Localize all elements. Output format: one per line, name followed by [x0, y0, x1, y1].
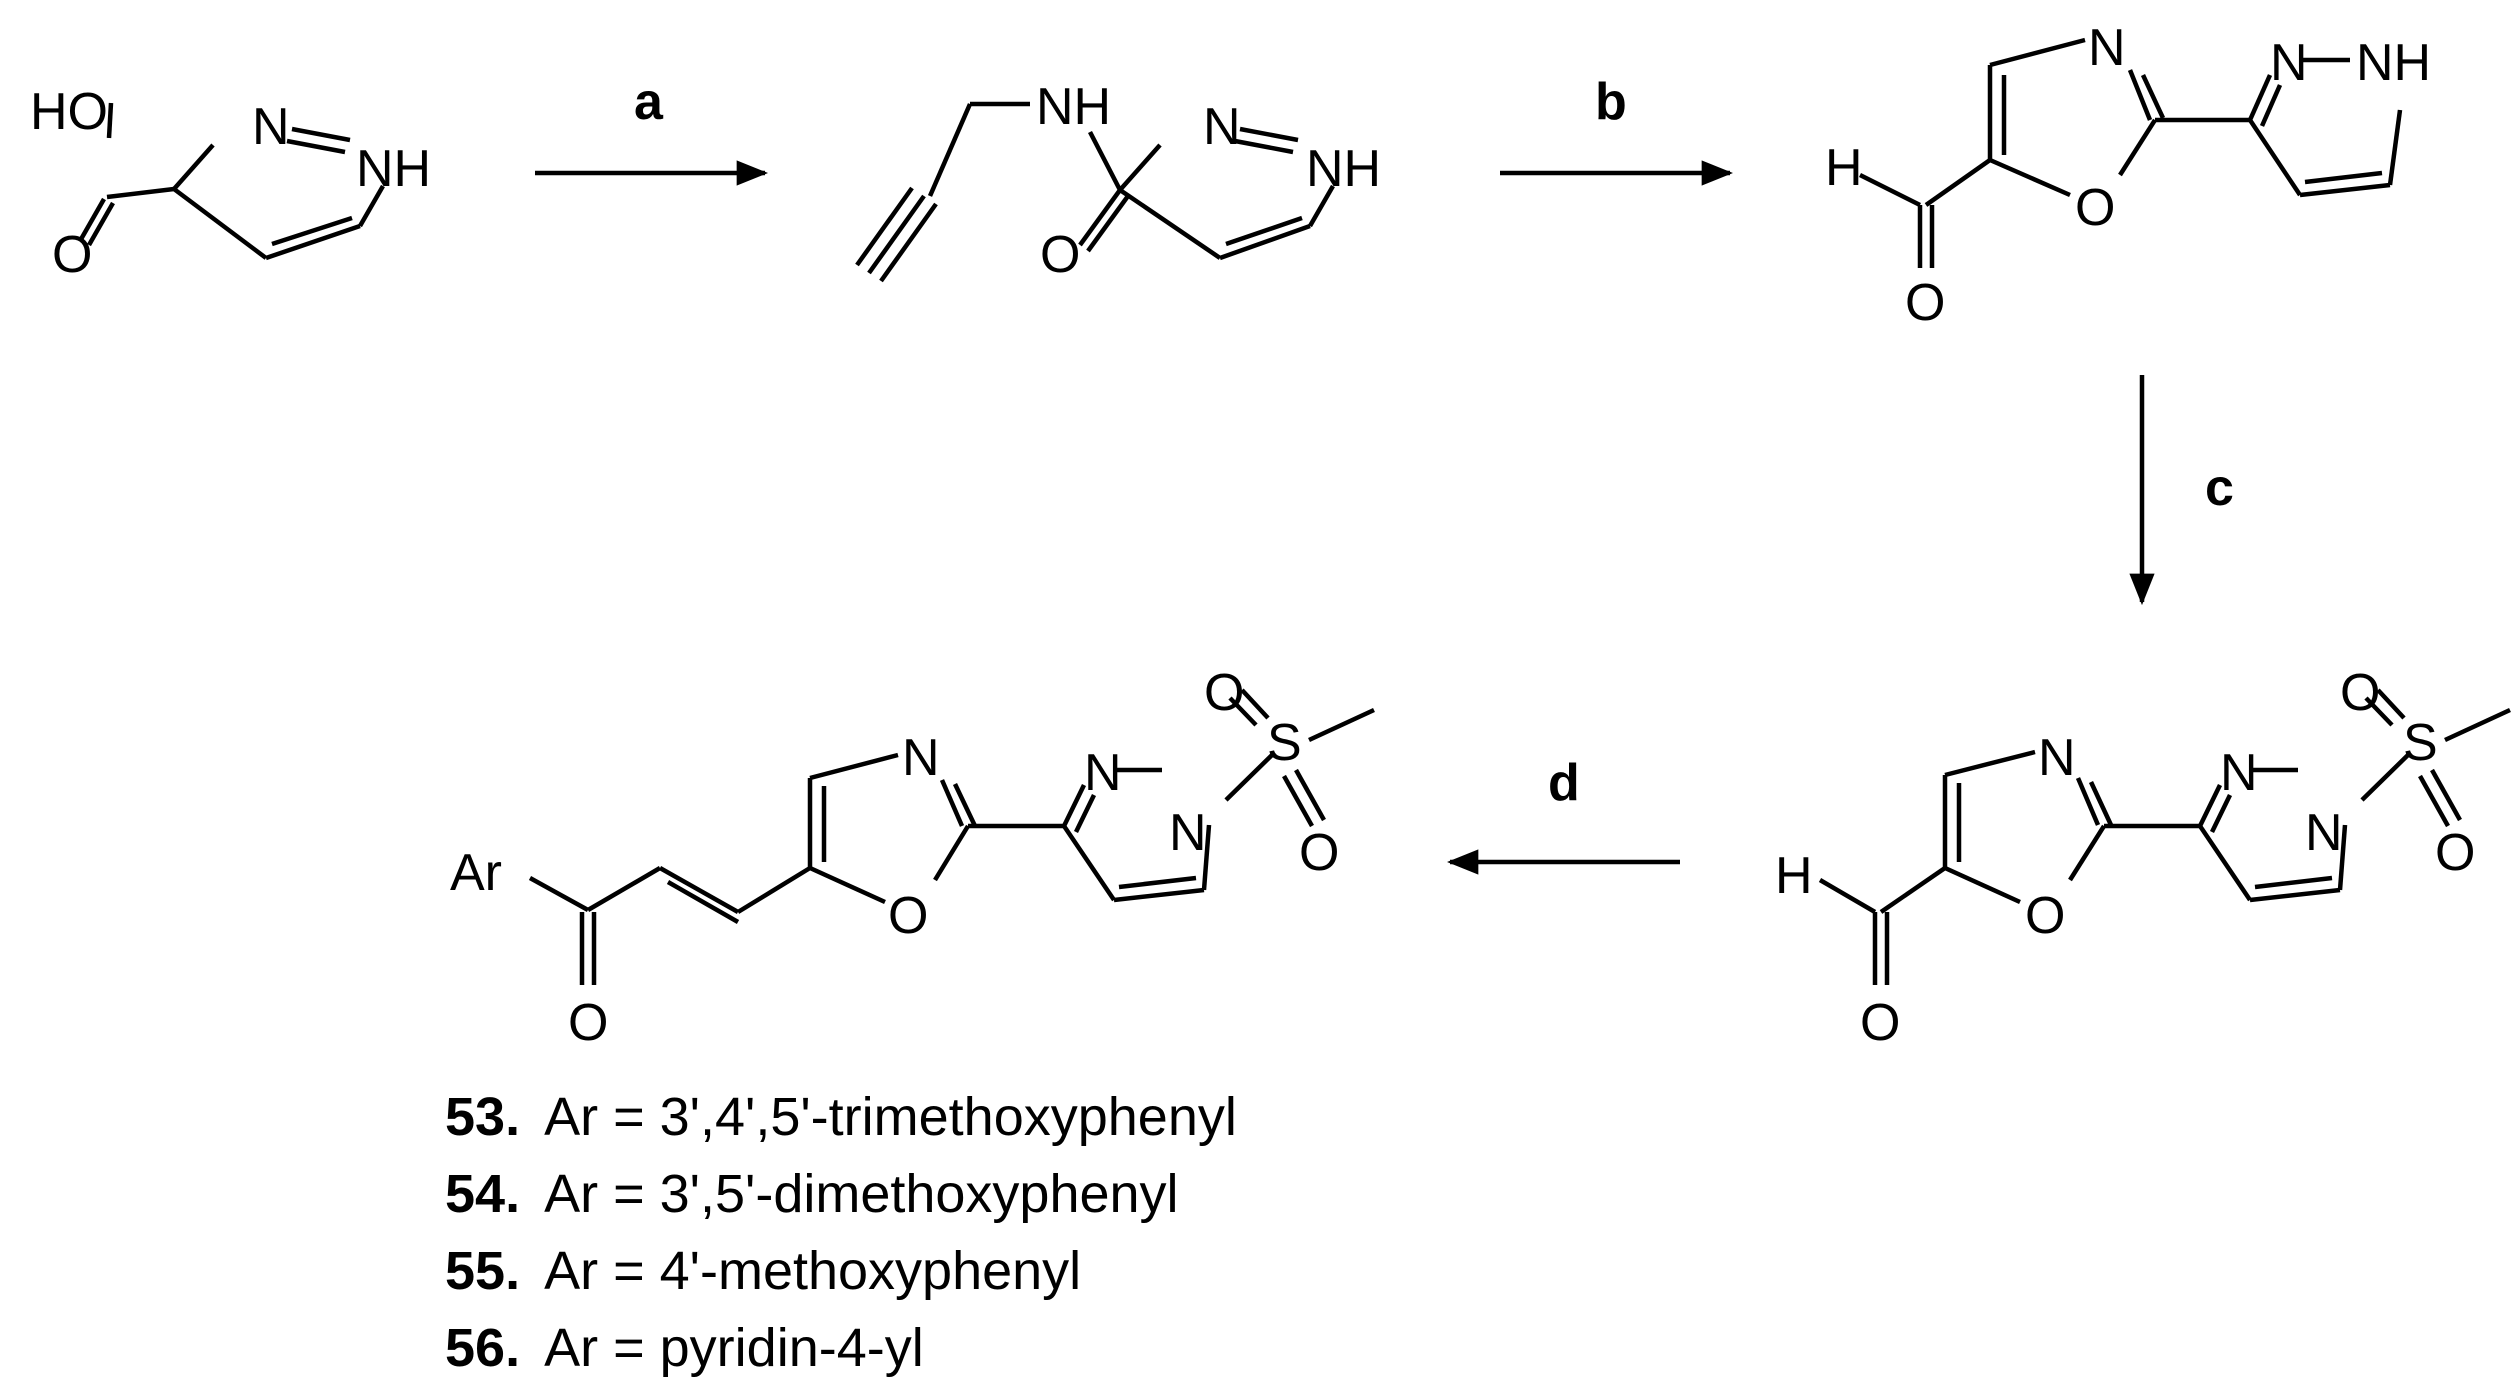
pyrazole-nh-label: NH	[356, 140, 431, 198]
oxazole-o-label: O	[2025, 887, 2065, 945]
carbonyl-oxygen-label: O	[52, 226, 92, 284]
pyrazole-n1-label: N	[2305, 804, 2343, 862]
pyrazole-carboxylic-acid: HO O N NH	[30, 83, 431, 284]
chalcone-product: Ar O N O N N S O O	[450, 664, 1375, 1052]
ketone-oxygen-label: O	[568, 994, 608, 1052]
compound-number: 55.	[445, 1241, 520, 1301]
step-b: b	[1500, 73, 1734, 186]
amide-oxygen-label: O	[1040, 226, 1080, 284]
step-b-label: b	[1595, 73, 1627, 131]
step-d-label: d	[1548, 754, 1580, 812]
aldehyde-h-label: H	[1825, 139, 1863, 197]
pyrazole-n2-label: N	[252, 98, 290, 156]
compound-description: Ar = 4'-methoxyphenyl	[544, 1241, 1081, 1301]
compound-entry: 53. Ar = 3',4',5'-trimethoxyphenyl	[445, 1087, 1237, 1147]
compound-legend: 53. Ar = 3',4',5'-trimethoxyphenyl 54. A…	[445, 1087, 1237, 1378]
pyrazole-n2-label: N	[1203, 98, 1241, 156]
aldehyde-h-label: H	[1775, 847, 1813, 905]
pyrazole-n2-label: N	[2270, 34, 2308, 92]
amide-nh-label: NH	[1036, 78, 1111, 136]
oxazole-n-label: N	[2038, 729, 2076, 787]
aryl-label: Ar	[450, 844, 502, 902]
pyrazole-n2-label: N	[1084, 744, 1122, 802]
compound-description: Ar = pyridin-4-yl	[544, 1318, 924, 1378]
sulfur-label: S	[2403, 714, 2438, 772]
compound-number: 54.	[445, 1164, 520, 1224]
compound-entry: 55. Ar = 4'-methoxyphenyl	[445, 1241, 1081, 1301]
step-d: d	[1446, 754, 1680, 875]
pyrazole-n1-label: N	[1169, 804, 1207, 862]
oxazole-o-label: O	[2075, 179, 2115, 237]
compound-description: Ar = 3',4',5'-trimethoxyphenyl	[544, 1087, 1237, 1147]
pyrazole-nh-label: NH	[2356, 34, 2431, 92]
propargyl-amide: NH O N NH	[855, 78, 1381, 284]
compound-entry: 56. Ar = pyridin-4-yl	[445, 1318, 924, 1378]
step-a: a	[535, 73, 769, 186]
oxazole-n-label: N	[2088, 19, 2126, 77]
aldehyde-oxygen-label: O	[1905, 274, 1945, 332]
sulfonyl-oxygen-bottom-label: O	[1299, 824, 1339, 882]
oxazole-o-label: O	[888, 887, 928, 945]
compound-entry: 54. Ar = 3',5'-dimethoxyphenyl	[445, 1164, 1179, 1224]
pyrazole-n2-label: N	[2220, 744, 2258, 802]
oxazole-n-label: N	[902, 729, 940, 787]
step-a-label: a	[634, 73, 664, 131]
sulfonyl-oxygen-top-label: O	[1204, 664, 1244, 722]
aldehyde-oxygen-label: O	[1860, 994, 1900, 1052]
step-c: c	[2129, 375, 2234, 606]
step-c-label: c	[2205, 459, 2234, 517]
sulfur-label: S	[1267, 714, 1302, 772]
sulfonyl-oxygen-bottom-label: O	[2435, 824, 2475, 882]
hydroxyl-label: HO	[30, 83, 108, 141]
oxazole-aldehyde: H O N O N NH	[1825, 19, 2431, 332]
mesyl-oxazole-aldehyde: H O N O N N S O O	[1775, 664, 2511, 1052]
compound-description: Ar = 3',5'-dimethoxyphenyl	[544, 1164, 1178, 1224]
sulfonyl-oxygen-top-label: O	[2340, 664, 2380, 722]
pyrazole-nh-label: NH	[1306, 140, 1381, 198]
compound-number: 53.	[445, 1087, 520, 1147]
compound-number: 56.	[445, 1318, 520, 1378]
